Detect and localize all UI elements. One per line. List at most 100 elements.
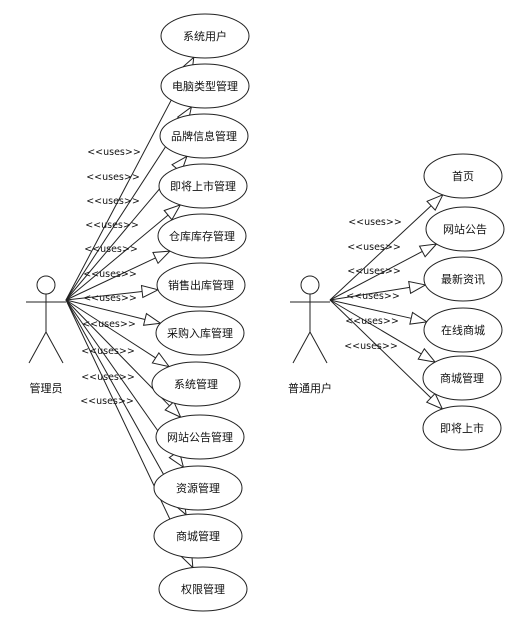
arrowhead-icon [152,250,172,265]
use-case-label: 在线商城 [441,323,485,337]
use-case-ellipse[interactable] [423,307,503,353]
use-case-label: 网站公告管理 [167,430,233,444]
use-case-ellipse[interactable] [158,163,248,209]
use-case-ellipse[interactable] [160,13,250,59]
admin-actor-label: 管理员 [30,381,63,395]
use-case[interactable]: 网站公告 [425,206,505,252]
use-case-label: 商城管理 [176,529,220,543]
use-case-ellipse[interactable] [160,63,250,109]
arrowhead-icon [408,280,427,295]
arrowhead-icon [151,352,171,368]
use-case[interactable]: 在线商城 [423,307,503,353]
uses-stereotype-label: <<uses>> [85,220,139,231]
use-case-ellipse[interactable] [157,213,247,259]
use-case-ellipse[interactable] [423,153,503,199]
uses-stereotype-label: <<uses>> [347,266,401,277]
uses-stereotype-label: <<uses>> [345,316,399,327]
association-line [65,299,179,502]
use-case-label: 仓库库存管理 [169,229,235,243]
user-actor-label: 普通用户 [288,381,332,395]
use-case[interactable]: 商城管理 [153,513,243,559]
use-case-ellipse[interactable] [153,465,243,511]
use-case-ellipse[interactable] [155,310,245,356]
association-line [65,71,187,301]
use-case-ellipse[interactable] [153,513,243,559]
use-case-ellipse[interactable] [151,361,241,407]
use-case-ellipse[interactable] [422,355,502,401]
use-case[interactable]: 即将上市管理 [158,163,248,209]
use-case-label: 即将上市管理 [170,179,236,193]
use-case[interactable]: 品牌信息管理 [159,113,249,159]
association-line [329,251,423,301]
use-case-label: 即将上市 [440,421,484,435]
use-case-label: 首页 [452,169,474,183]
use-case-ellipse[interactable] [158,566,248,612]
arrowhead-icon [140,284,160,299]
use-case[interactable]: 采购入库管理 [155,310,245,356]
uses-stereotype-label: <<uses>> [86,196,140,207]
use-case[interactable]: 网站公告管理 [155,414,245,460]
use-case[interactable]: 销售出库管理 [156,262,246,308]
use-case-label: 品牌信息管理 [171,129,237,143]
use-case[interactable]: 即将上市 [422,405,502,451]
uses-stereotype-label: <<uses>> [84,244,138,255]
use-case[interactable]: 权限管理 [158,566,248,612]
uses-stereotype-label: <<uses>> [344,341,398,352]
arrowhead-icon [163,203,182,221]
arrowhead-icon [426,193,444,211]
actor-left-leg [28,331,47,364]
uses-stereotype-label: <<uses>> [83,293,137,304]
use-case-label: 最新资讯 [441,272,485,286]
arrowhead-icon [409,311,429,325]
association-line [65,257,156,301]
use-case[interactable]: 系统用户 [160,13,250,59]
use-case-ellipse[interactable] [422,405,502,451]
use-case[interactable]: 商城管理 [422,355,502,401]
arrowhead-icon [164,400,182,419]
use-case-ellipse[interactable] [423,256,503,302]
association-line [65,168,178,301]
actor-right-leg [309,331,328,364]
uses-stereotype-label: <<uses>> [83,269,137,280]
use-case[interactable]: 仓库库存管理 [157,213,247,259]
use-case[interactable]: 系统管理 [151,361,241,407]
use-case-ellipse[interactable] [425,206,505,252]
use-case-label: 采购入库管理 [167,326,233,340]
association-line [65,291,143,301]
use-case[interactable]: 电脑类型管理 [160,63,250,109]
use-case-label: 系统用户 [183,29,227,43]
association-line [65,299,187,554]
uses-stereotype-label: <<uses>> [348,217,402,228]
arrowhead-icon [425,392,444,410]
use-case-ellipse[interactable] [159,113,249,159]
actor-right-leg [45,331,64,364]
admin-actor: 管理员 [26,275,66,395]
user-actor: 普通用户 [288,275,332,395]
uses-stereotype-label: <<uses>> [82,319,136,330]
association-line [329,299,422,355]
uses-stereotype-label: <<uses>> [81,346,135,357]
use-case[interactable]: 最新资讯 [423,256,503,302]
association-line [329,205,432,301]
uses-stereotype-label: <<uses>> [346,291,400,302]
association-line [65,214,169,301]
use-case-label: 系统管理 [174,377,218,391]
use-case-label: 权限管理 [181,582,225,596]
uses-stereotype-label: <<uses>> [347,242,401,253]
use-case[interactable]: 首页 [423,153,503,199]
use-case-ellipse[interactable] [155,414,245,460]
actor-head-icon [36,275,56,295]
association-line [329,286,410,301]
actor-head-icon [300,275,320,295]
use-case-label: 网站公告 [443,222,487,236]
association-line [329,299,412,319]
uses-stereotype-label: <<uses>> [81,372,135,383]
use-case[interactable]: 资源管理 [153,465,243,511]
use-case-ellipse[interactable] [156,262,246,308]
association-line [65,299,156,359]
uses-stereotype-label: <<uses>> [87,147,141,158]
use-case-label: 资源管理 [176,481,220,495]
use-case-label: 电脑类型管理 [172,79,238,93]
association-line [65,120,184,301]
